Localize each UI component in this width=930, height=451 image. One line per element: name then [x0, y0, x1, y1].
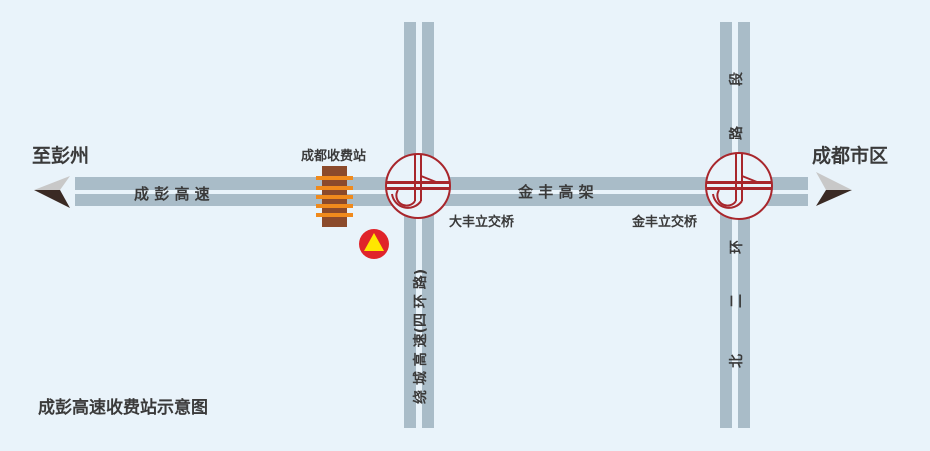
- triangle-location-marker: [359, 229, 389, 259]
- north-ring-label: 北 二 环 路 段: [728, 72, 745, 368]
- interchange-icon-dafeng: [385, 153, 451, 219]
- ring-road: [404, 22, 434, 428]
- north-ring-char: 段: [728, 72, 745, 86]
- arrow-right-icon: [816, 172, 852, 206]
- north-ring-char: 环: [729, 240, 745, 254]
- direction-right-label: 成都市区: [812, 144, 888, 167]
- north-ring-char: 二: [729, 294, 745, 308]
- road-label-east: 金 丰 高 架: [517, 183, 594, 201]
- ring-road-label: 绕 城 高 速(四 环 路): [412, 269, 429, 404]
- north-ring-char: 北: [729, 354, 745, 368]
- toll-station-icon: [316, 166, 353, 227]
- interchange-label-dafeng: 大丰立交桥: [449, 214, 515, 230]
- map-title: 成彭高速收费站示意图: [38, 397, 208, 418]
- interchange-label-jinfeng: 金丰立交桥: [631, 214, 698, 230]
- road-label-west: 成 彭 高 速: [134, 185, 210, 203]
- direction-left-label: 至彭州: [32, 144, 89, 167]
- arrow-left-icon: [34, 176, 70, 208]
- toll-station-label: 成都收费站: [301, 148, 366, 164]
- interchange-icon-jinfeng: [705, 152, 773, 220]
- north-second-ring-road: [720, 22, 750, 428]
- north-ring-char: 路: [728, 125, 745, 140]
